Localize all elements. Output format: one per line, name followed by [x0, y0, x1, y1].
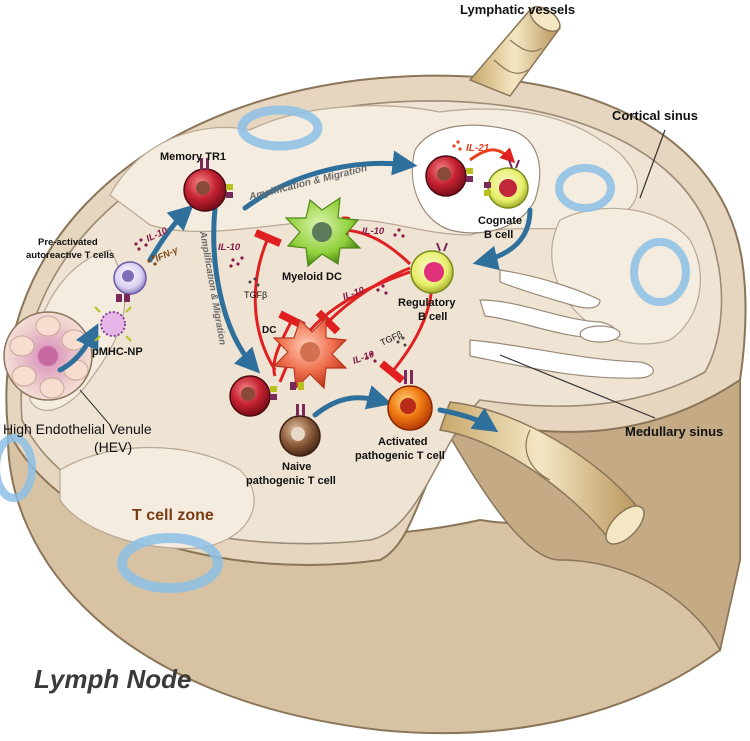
cognate-b-label-1: Cognate: [478, 215, 522, 227]
il21-label: IL-21: [466, 143, 490, 154]
memory-tr1-label: Memory TR1: [160, 151, 226, 163]
pmhc-np: [94, 306, 132, 342]
regulatory-b-label-2: B cell: [418, 311, 447, 323]
efferent-lymphatic-vessel: [438, 401, 645, 545]
cortex-lobe-top: [109, 105, 638, 236]
regulatory-b-cell: [410, 242, 454, 294]
tr1-cell-lower: [229, 375, 277, 417]
naive-label-1: Naive: [282, 461, 311, 473]
hev-label-1: High Endothelial Venule: [3, 421, 152, 437]
cognate-b-cell: [484, 159, 529, 209]
il10-label-b: IL-10: [218, 242, 241, 253]
migration-arrows: [57, 150, 533, 433]
tr1-cell-follicle: [425, 155, 473, 197]
dendritic-cell: [272, 316, 348, 390]
cortical-sinus-leader: [639, 129, 666, 199]
follicle-1: [237, 105, 323, 151]
medullary-sinus-label: Medullary sinus: [625, 424, 723, 439]
naive-pathogenic-t-cell: [279, 404, 321, 457]
il10-label-c: IL-10: [362, 226, 385, 237]
activated-label-2: pathogenic T cell: [355, 450, 445, 462]
pmhc-np-label: pMHC-NP: [92, 346, 143, 358]
follicle-5: [0, 434, 36, 502]
cognate-b-label-2: B cell: [484, 229, 513, 241]
t-cell-zone-label: T cell zone: [132, 507, 214, 524]
tgfb-label-a: TGFβ: [244, 290, 267, 300]
pre-activated-label-2: autoreactive T cells: [26, 250, 114, 261]
naive-label-2: pathogenic T cell: [246, 475, 336, 487]
activated-pathogenic-t-cell: [387, 370, 433, 431]
pre-activated-t-cell: [113, 261, 147, 302]
cortical-sinus-label: Cortical sinus: [612, 108, 698, 123]
pre-activated-label-1: Pre-activated: [38, 237, 98, 248]
lymph-node-label: Lymph Node: [34, 664, 191, 694]
follicle-2: [555, 164, 615, 212]
afferent-lymphatic-vessel: [468, 6, 562, 97]
follicle-3: [630, 238, 690, 306]
medullary-sinus-channels: [469, 269, 654, 379]
cytokine-dots: [134, 140, 462, 363]
myeloid-dc: [284, 196, 362, 268]
dc-label: DC: [262, 325, 276, 336]
hev-label-2: (HEV): [94, 439, 132, 455]
activated-label-1: Activated: [378, 436, 428, 448]
myeloid-dc-label: Myeloid DC: [282, 271, 342, 283]
cortex-lobe-bottom: [59, 447, 255, 550]
medullary-sinus-leader: [499, 354, 656, 419]
lymphatic-vessels-label: Lymphatic vessels: [460, 2, 575, 17]
follicle-4: [117, 533, 223, 593]
hev-vessel: [3, 311, 111, 426]
regulatory-b-label-1: Regulatory: [398, 297, 456, 309]
il21-arrow: [469, 147, 516, 164]
memory-tr1-cell: [183, 158, 233, 212]
